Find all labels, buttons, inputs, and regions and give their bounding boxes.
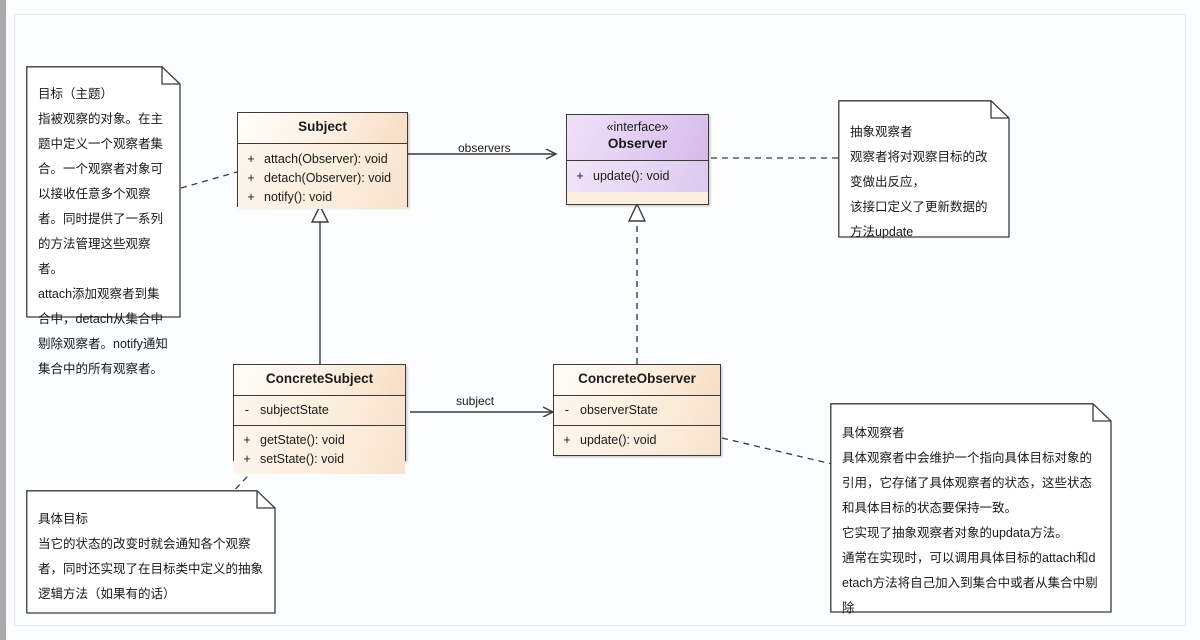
class-concrete-subject-attributes: - subjectState xyxy=(234,395,405,426)
edge-label-observers: observers xyxy=(458,141,511,155)
visibility: - xyxy=(244,402,250,417)
note-concrete-target[interactable]: 具体目标 当它的状态的改变时就会通知各个观察者，同时还实现了在目标类中定义的抽象… xyxy=(26,490,276,614)
note-concrete-target-text: 具体目标 当它的状态的改变时就会通知各个观察者，同时还实现了在目标类中定义的抽象… xyxy=(38,512,264,601)
edge-label-subject: subject xyxy=(456,394,495,408)
class-subject-operations: + attach(Observer): void + detach(Observ… xyxy=(238,143,407,209)
class-observer-stereotype: «interface» xyxy=(606,120,669,134)
class-concrete-subject-header: ConcreteSubject xyxy=(234,365,405,396)
note-target-text: 目标（主题） 指被观察的对象。在主题中定义一个观察者集合。一个观察者对象可以接收… xyxy=(38,87,168,376)
member-row: + detach(Observer): void xyxy=(238,169,407,188)
class-concrete-observer-header: ConcreteObserver xyxy=(554,365,720,396)
class-observer-operations: + update(): void xyxy=(567,160,708,192)
signature: update(): void xyxy=(593,168,670,183)
class-observer-header: «interface» Observer xyxy=(567,115,708,161)
member-row: + attach(Observer): void xyxy=(238,150,407,169)
note-target[interactable]: 目标（主题） 指被观察的对象。在主题中定义一个观察者集合。一个观察者对象可以接收… xyxy=(26,66,181,376)
note-shape xyxy=(26,66,181,318)
visibility: + xyxy=(243,432,251,447)
class-concrete-observer-attributes: - observerState xyxy=(554,395,720,426)
class-concrete-observer[interactable]: ConcreteObserver - observerState + updat… xyxy=(553,364,721,456)
visibility: + xyxy=(576,168,584,183)
note-shape xyxy=(838,100,1010,238)
note-abstract-observer[interactable]: 抽象观察者 观察者将对观察目标的改变做出反应， 该接口定义了更新数据的方法upd… xyxy=(838,100,1010,239)
visibility: + xyxy=(247,170,255,185)
class-subject[interactable]: Subject + attach(Observer): void + detac… xyxy=(237,112,408,209)
class-subject-header: Subject xyxy=(238,113,407,144)
class-concrete-observer-name: ConcreteObserver xyxy=(578,371,696,386)
class-subject-name: Subject xyxy=(298,119,347,134)
member-row: + getState(): void xyxy=(234,431,405,450)
class-concrete-subject-operations: + getState(): void + setState(): void xyxy=(234,425,405,474)
class-concrete-subject-name: ConcreteSubject xyxy=(265,371,374,386)
signature: setState(): void xyxy=(260,451,345,466)
note-shape xyxy=(26,490,276,614)
visibility: + xyxy=(247,189,255,204)
note-concrete-observer[interactable]: 具体观察者 具体观察者中会维护一个指向具体目标对象的引用，它存储了具体观察者的状… xyxy=(830,403,1112,615)
signature: getState(): void xyxy=(260,432,345,447)
signature: attach(Observer): void xyxy=(264,151,388,166)
member-row: - subjectState xyxy=(234,401,405,420)
signature: observerState xyxy=(580,402,658,417)
member-row: + notify(): void xyxy=(238,188,407,207)
signature: subjectState xyxy=(260,402,329,417)
visibility: + xyxy=(243,451,251,466)
class-observer[interactable]: «interface» Observer + update(): void xyxy=(566,114,709,205)
class-concrete-observer-operations: + update(): void xyxy=(554,425,720,455)
visibility: + xyxy=(247,151,255,166)
member-row: - observerState xyxy=(554,401,720,420)
note-concrete-observer-text: 具体观察者 具体观察者中会维护一个指向具体目标对象的引用，它存储了具体观察者的状… xyxy=(842,426,1098,615)
left-gutter xyxy=(0,0,6,640)
signature: notify(): void xyxy=(264,189,333,204)
signature: detach(Observer): void xyxy=(264,170,392,185)
signature: update(): void xyxy=(580,432,657,447)
visibility: + xyxy=(563,432,571,447)
class-concrete-subject[interactable]: ConcreteSubject - subjectState + getStat… xyxy=(233,364,406,474)
note-shape xyxy=(830,403,1112,613)
member-row: + update(): void xyxy=(567,167,708,186)
member-row: + setState(): void xyxy=(234,450,405,469)
visibility: - xyxy=(564,402,570,417)
class-observer-name: Observer xyxy=(607,135,668,151)
member-row: + update(): void xyxy=(554,431,720,450)
note-abstract-observer-text: 抽象观察者 观察者将对观察目标的改变做出反应， 该接口定义了更新数据的方法upd… xyxy=(850,125,988,239)
